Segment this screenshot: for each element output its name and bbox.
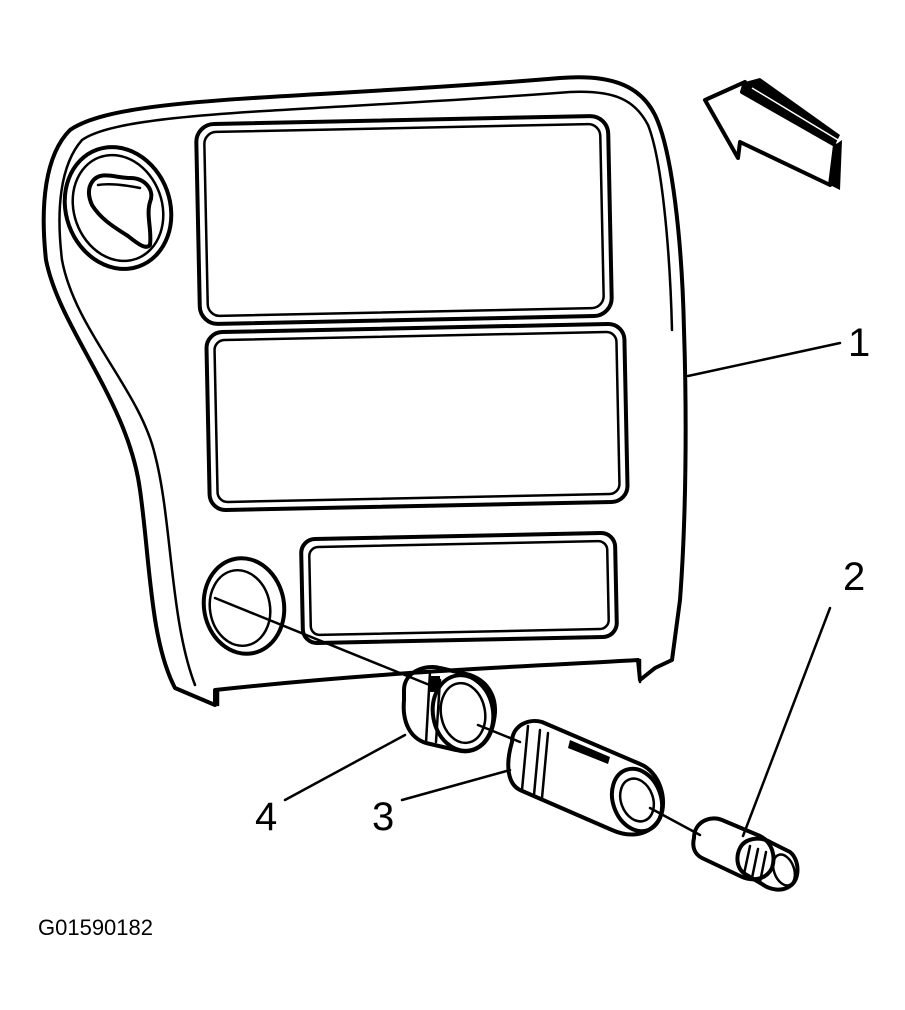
leader-line-4 xyxy=(283,733,407,802)
direction-arrow-icon xyxy=(703,78,842,190)
knob-icon xyxy=(62,145,174,271)
figure-code: G01590182 xyxy=(38,915,153,940)
callout-4: 4 xyxy=(255,795,277,839)
callout-2: 2 xyxy=(843,555,865,599)
socket-housing xyxy=(506,719,666,837)
callout-3: 3 xyxy=(372,795,394,839)
instrument-panel-bezel xyxy=(41,75,688,707)
leader-line-1 xyxy=(686,341,842,378)
lighter-element xyxy=(691,816,800,892)
leader-line-3 xyxy=(400,768,512,802)
callout-1: 1 xyxy=(848,321,870,365)
retainer-ring xyxy=(401,665,497,754)
leader-line-2 xyxy=(741,606,832,838)
